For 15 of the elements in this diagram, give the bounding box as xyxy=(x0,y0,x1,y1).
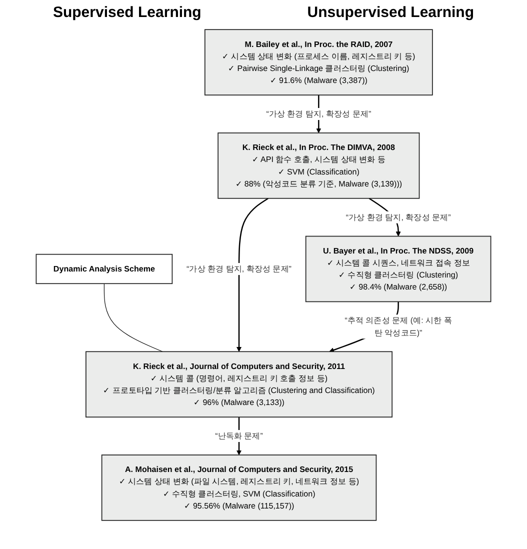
edge-label: “가상 환경 탐지, 확장성 문제” xyxy=(346,212,451,222)
connector xyxy=(104,283,163,352)
node-box: A. Mohaisen et al., Journal of Computers and Security, 2015 ✓ 시스템 상태 변화 (파일 시스템, 레지스트리 키, 네트워크 정보 등) ✓ 수직형 클러스터링, SVM (Classification) ✓ 95.56% (Malware (115,157)) xyxy=(101,454,377,521)
arrow xyxy=(236,198,269,352)
node-box: K. Rieck et al., Journal of Computers and Security, 2011 ✓ 시스템 콜 (명령어, 레지스트리 키 호출 정보 등) ✓ 프로토타입 기반 클러스터링/분류 알고리즘 (Clustering and Classification) ✓ 96% (Malware (3,133)) xyxy=(86,351,393,418)
node-box: K. Rieck et al., In Proc. The DIMVA, 2008 ✓ API 함수 호출, 시스템 상태 변화 등 ✓ SVM (Classification) ✓ 88% (악성코드 분류 기준, Malware (3,139))) xyxy=(218,132,420,199)
edge-label: “추적 의존성 문제 (예: 시한 폭탄 악성코드)” xyxy=(344,316,452,337)
node-box: Dynamic Analysis Scheme xyxy=(36,254,173,284)
node-box: U. Bayer et al., In Proc. The NDSS, 2009 ✓ 시스템 콜 시퀀스, 네트워크 접속 정보 ✓ 수직형 클러스터링 (Clustering) ✓ 98.4% (Malware (2,658)) xyxy=(305,236,492,302)
column-heading: Supervised Learning xyxy=(52,4,202,21)
column-heading: Unsupervised Learning xyxy=(307,4,474,21)
edge-label: “난독화 문제” xyxy=(215,431,263,440)
edge-label: “가상 환경 탐지, 확장성 문제” xyxy=(186,264,292,274)
edge-label: “가상 환경 탐지, 확장성 문제” xyxy=(266,109,372,118)
node-box: M. Bailey et al., In Proc. the RAID, 2007 ✓ 시스템 상태 변화 (프로세스 이름, 레지스트리 키 등) ✓ Pairwise Single-Linkage 클러스터링 (Clustering) ✓ 91.6% (Malware (3,387)) xyxy=(204,29,433,96)
